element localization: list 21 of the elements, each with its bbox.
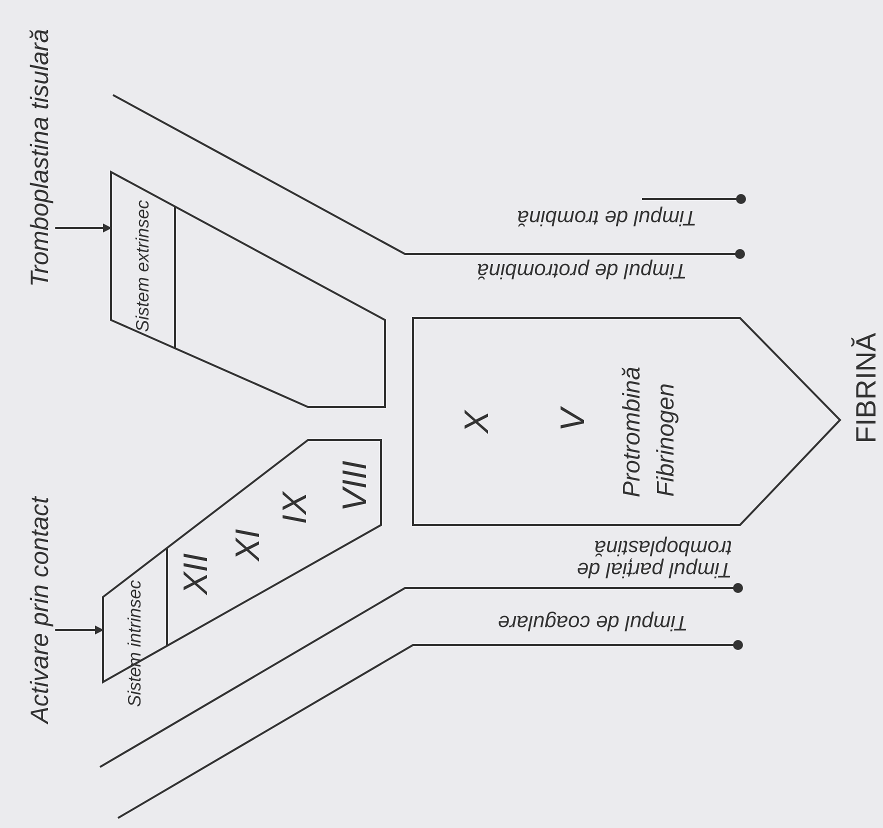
activator-label: Tromboplastina tisulară (26, 29, 54, 287)
common-pathway-box (413, 318, 840, 525)
substrate-label: Fibrinogen (653, 383, 679, 497)
test-label: Timpul de coagulare (498, 610, 688, 634)
test-label: Timpul de protrombină (477, 258, 687, 282)
factor-label: XII (179, 553, 215, 595)
header-label: Sistem intrinsec (126, 578, 144, 707)
header-label: Sistem extrinsec (134, 198, 152, 332)
factor-label: X (460, 410, 496, 434)
activator-label: Activare prin contact (26, 496, 54, 724)
test-label: Timpul parțial de tromboplastină (576, 536, 732, 580)
product-label: FIBRINĂ (851, 332, 881, 444)
factor-label: IX (278, 492, 314, 524)
substrate-label: Protrombină (619, 366, 645, 498)
factor-label: VIII (338, 460, 374, 512)
factor-label: XI (231, 528, 267, 562)
test-label: Timpul de trombină (517, 206, 697, 228)
arrow (55, 224, 112, 232)
factor-label: V (556, 408, 592, 432)
extrinsic-pathway-funnel (111, 172, 385, 407)
arrow (55, 626, 104, 634)
